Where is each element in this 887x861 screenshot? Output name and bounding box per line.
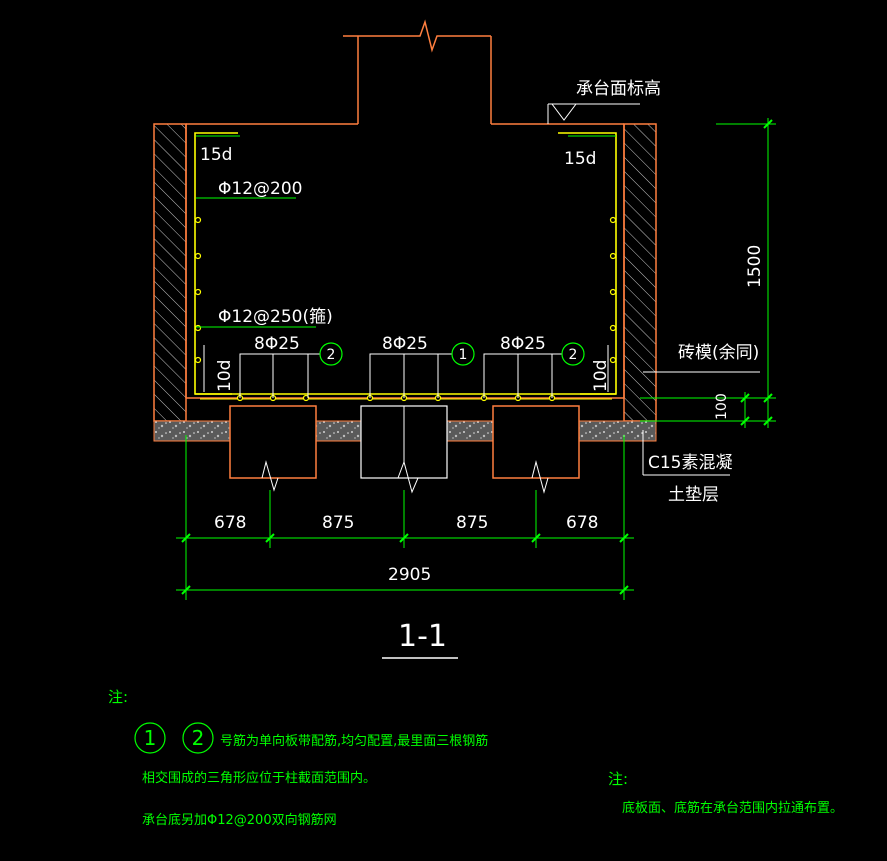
brick-form-right	[623, 123, 657, 422]
pile-left	[229, 405, 317, 492]
lap-right-label: 15d	[564, 149, 596, 169]
mark-2-right-text: 2	[569, 347, 578, 363]
dim-seg2-label: 875	[322, 513, 354, 533]
section-title: 1-1	[398, 619, 447, 654]
column-stub	[343, 19, 492, 124]
mark-1-text: 1	[459, 347, 468, 363]
mark-1	[451, 342, 475, 366]
note-mark-1-text: 1	[144, 726, 157, 750]
cushion-label: 土垫层	[668, 485, 719, 505]
lap-left-label: 15d	[200, 145, 232, 165]
notes-left-line1: 号筋为单向板带配筋,均匀配置,最里面三根钢筋	[220, 733, 488, 749]
notes-left-heading: 注:	[108, 688, 128, 706]
mark-2-left-text: 2	[327, 347, 336, 363]
notes-left-line3: 承台底另加Φ12@200双向钢筋网	[142, 812, 337, 828]
rebar-cage	[194, 132, 617, 400]
notes-right-line1: 底板面、底筋在承台范围内拉通布置。	[622, 800, 843, 816]
hook-right-label: 10d	[591, 360, 611, 392]
pile-right	[492, 405, 580, 494]
dim-cushion-label: 100	[714, 393, 730, 420]
dim-seg3-label: 875	[456, 513, 488, 533]
dim-seg1-label: 678	[214, 513, 246, 533]
brick-form-label: 砖模(余同)	[678, 343, 759, 363]
dimension-lines	[176, 118, 776, 600]
leader-lines	[203, 345, 760, 476]
pile-middle	[360, 405, 448, 494]
rebar-right-top-hook	[558, 132, 617, 395]
hook-left-label: 10d	[215, 360, 235, 392]
mark-texts: 2 1 2	[327, 347, 578, 363]
mark-2-left	[319, 342, 343, 366]
rebar-top-label: Φ12@200	[218, 179, 302, 199]
rebar-left-top-hook	[194, 132, 238, 395]
notes-left-line2: 相交围成的三角形应位于柱截面范围内。	[142, 770, 376, 786]
brick-form-left	[153, 123, 187, 422]
piles	[229, 405, 580, 494]
pile-cap-outline	[185, 123, 625, 399]
note-mark-2	[182, 722, 214, 754]
rebar-marks	[319, 342, 585, 366]
c15-label: C15素混凝	[648, 453, 733, 473]
green-leaders	[196, 135, 616, 328]
dim-seg4-label: 678	[566, 513, 598, 533]
note-mark-1	[134, 722, 166, 754]
group-mid-label: 8Φ25	[382, 334, 428, 354]
note-mark-2-text: 2	[192, 726, 205, 750]
drawing-labels: 承台面标高 15d 15d Φ12@200 Φ12@250(箍) 8Φ25 8Φ…	[200, 79, 765, 585]
group-left-label: 8Φ25	[254, 334, 300, 354]
dim-total-label: 2905	[388, 565, 431, 585]
top-elevation-label: 承台面标高	[576, 79, 661, 99]
notes-right-heading: 注:	[608, 770, 628, 788]
group-right-label: 8Φ25	[500, 334, 546, 354]
dim-height-label: 1500	[745, 245, 765, 288]
rebar-stirrup-label: Φ12@250(箍)	[218, 307, 333, 327]
mark-2-right	[561, 342, 585, 366]
notes-right: 注: 底板面、底筋在承台范围内拉通布置。	[608, 770, 843, 816]
notes-left: 注: 1 2 号筋为单向板带配筋,均匀配置,最里面三根钢筋 相交围成的三角形应位…	[108, 688, 488, 828]
elevation-marker	[547, 103, 640, 124]
rebar-dots	[194, 216, 617, 402]
